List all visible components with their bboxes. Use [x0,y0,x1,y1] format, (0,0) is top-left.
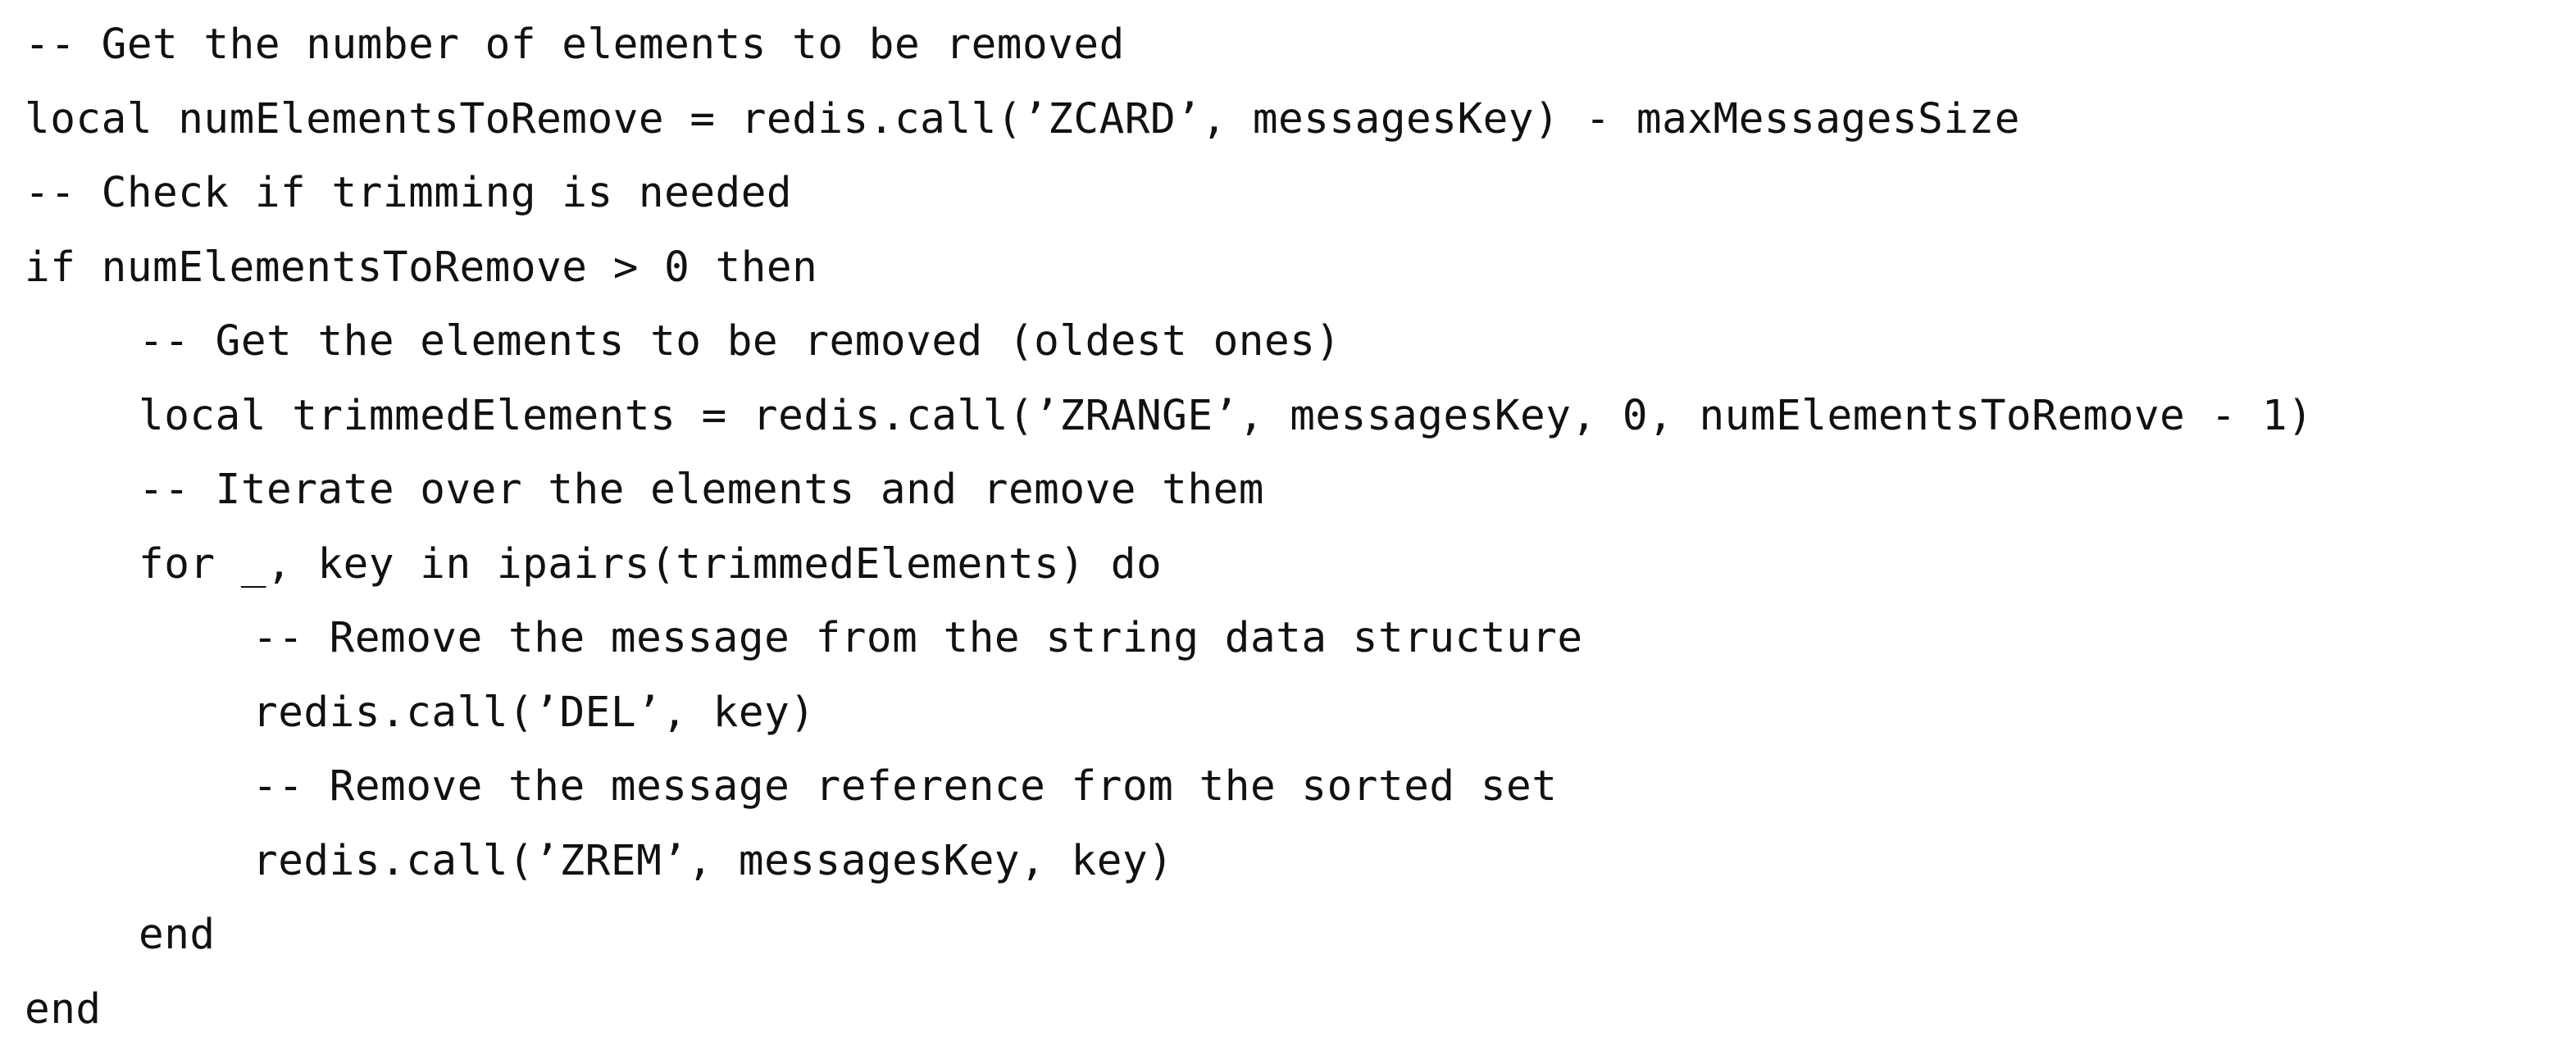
code-line: end [139,911,216,959]
comment-line: -- Get the elements to be removed (oldes… [139,317,1341,366]
code-line: redis.call(’ZREM’, messagesKey, key) [253,836,1174,885]
code-line: if numElementsToRemove > 0 then [25,243,818,292]
code-line: for _, key in ipairs(trimmedElements) do [139,539,1163,589]
code-line: local numElementsToRemove = redis.call(’… [25,94,2020,143]
code-listing: -- Get the number of elements to be remo… [25,8,2566,1047]
comment-line: -- Check if trimming is needed [25,169,793,217]
code-line: redis.call(’DEL’, key) [253,688,816,737]
comment-line: -- Remove the message reference from the… [253,762,1558,811]
code-line: local trimmedElements = redis.call(’ZRAN… [139,391,2314,440]
comment-line: -- Iterate over the elements and remove … [139,466,1265,514]
code-line: end [25,984,102,1034]
comment-line: -- Get the number of elements to be remo… [25,20,1125,69]
comment-line: -- Remove the message from the string da… [253,614,1583,662]
